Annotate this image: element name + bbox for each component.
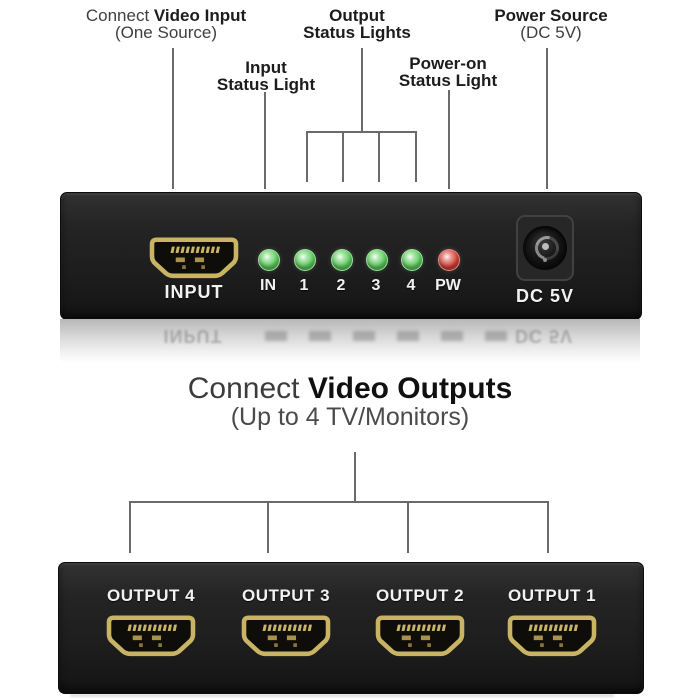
- led-label-pw: PW: [435, 277, 461, 294]
- output2-label: OUTPUT 2: [375, 586, 465, 605]
- label-line2: Status Light: [216, 75, 316, 94]
- heading-line2: (Up to 4 TV/Monitors): [230, 403, 470, 431]
- connector-drop-output2: [407, 501, 409, 553]
- connector-line-poweron: [448, 90, 450, 189]
- bottom-device-shadow: [70, 694, 614, 697]
- connector-drop-output4: [129, 501, 131, 553]
- label-line2: Status Lights: [303, 23, 411, 42]
- led-label-1: 1: [299, 277, 309, 294]
- connector-line-output-stem: [361, 48, 363, 132]
- led-power: [438, 249, 460, 271]
- hdmi-output1-port-icon: [505, 615, 599, 657]
- label-line1: Output: [329, 6, 385, 25]
- label-line2: Status Light: [398, 71, 498, 90]
- connector-line-video-input: [172, 48, 174, 189]
- label-line1: Input: [245, 58, 287, 77]
- led-output-2: [331, 249, 353, 271]
- connector-drop-led3: [378, 131, 380, 182]
- output4-label: OUTPUT 4: [106, 586, 196, 605]
- connector-outputs-stem: [354, 452, 356, 503]
- splitter-output-panel: OUTPUT 4 OUTPUT 3 OUTPUT 2: [58, 562, 644, 694]
- led-label-in: IN: [260, 277, 276, 294]
- led-output-3: [366, 249, 388, 271]
- dc-jack-pin: [542, 243, 549, 250]
- heading-line1: Connect Video Outputs: [187, 372, 513, 405]
- dc-jack-label: DC 5V: [515, 286, 574, 306]
- led-output-1: [294, 249, 316, 271]
- label-line1: Power-on: [409, 54, 487, 73]
- dc-jack-barrel: [523, 226, 567, 270]
- connector-line-input-light: [264, 92, 266, 189]
- output1-label: OUTPUT 1: [507, 586, 597, 605]
- label-line2: (DC 5V): [520, 23, 582, 42]
- led-label-3: 3: [371, 277, 381, 294]
- device-reflection: INPUT DC 5V: [60, 319, 640, 363]
- label-line2: (One Source): [114, 23, 218, 42]
- hdmi-output2-port-icon: [373, 615, 467, 657]
- heading-connect-video-outputs: Connect Video Outputs (Up to 4 TV/Monito…: [50, 374, 650, 431]
- label-output-status-lights: Output Status Lights: [282, 7, 432, 41]
- label-line1: Connect Video Input: [85, 6, 247, 25]
- dc-jack-dot: [543, 258, 547, 262]
- connector-line-power-source: [546, 48, 548, 189]
- led-label-2: 2: [336, 277, 346, 294]
- reflection-input-text: INPUT: [163, 326, 223, 346]
- connector-outputs-bar: [129, 501, 549, 503]
- connector-drop-led4: [415, 131, 417, 182]
- connector-drop-led1: [306, 131, 308, 182]
- label-poweron-status-light: Power-on Status Light: [378, 55, 518, 89]
- label-connect-video-input: Connect Video Input (One Source): [66, 7, 266, 41]
- connector-drop-output3: [267, 501, 269, 553]
- hdmi-output4-port-icon: [104, 615, 198, 657]
- reflection-dc-text: DC 5V: [514, 326, 573, 346]
- led-input: [258, 249, 280, 271]
- label-line1: Power Source: [494, 6, 608, 25]
- output3-label: OUTPUT 3: [241, 586, 331, 605]
- splitter-front-panel: INPUT IN 1 2 3 4 PW DC 5V: [60, 192, 642, 320]
- led-output-4: [401, 249, 423, 271]
- input-port-label: INPUT: [164, 282, 224, 302]
- hdmi-input-port-icon: [147, 237, 241, 279]
- led-label-4: 4: [406, 277, 416, 294]
- label-input-status-light: Input Status Light: [196, 59, 336, 93]
- dc-power-jack: [516, 215, 574, 281]
- reflection-smudges: [265, 331, 530, 341]
- connector-drop-led2: [342, 131, 344, 182]
- label-power-source: Power Source (DC 5V): [476, 7, 626, 41]
- connector-bar-output-lights: [306, 131, 417, 133]
- connector-drop-output1: [547, 501, 549, 553]
- hdmi-output3-port-icon: [239, 615, 333, 657]
